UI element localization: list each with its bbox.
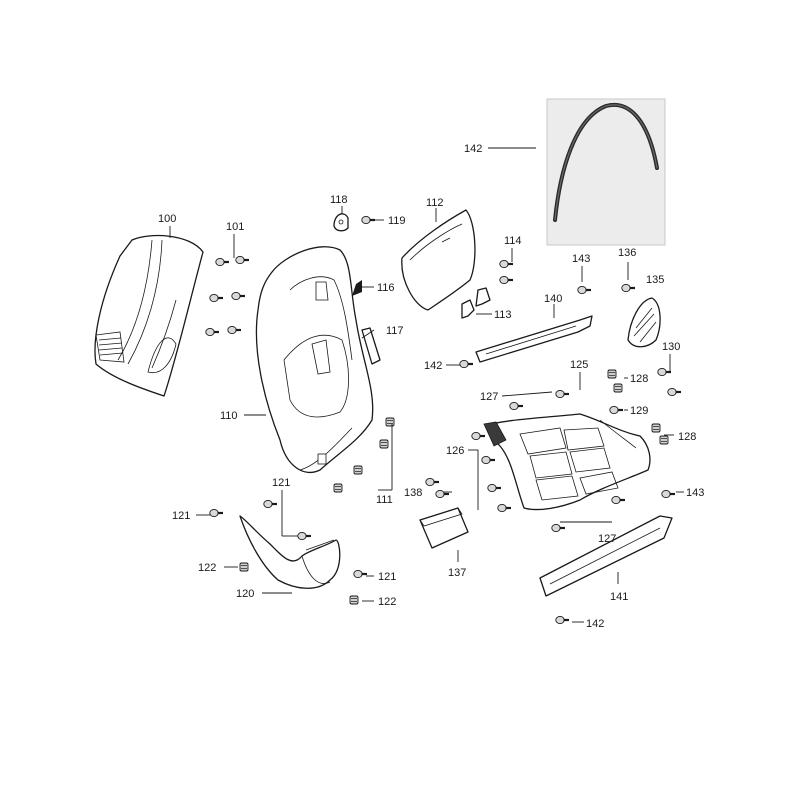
- label-143-bottom: 143: [686, 487, 704, 499]
- part-125-floorboard: [483, 413, 651, 511]
- label-114: 114: [504, 235, 522, 247]
- label-143-top: 143: [572, 253, 590, 265]
- label-111: 111: [376, 494, 393, 506]
- label-121-left: 121: [172, 510, 190, 522]
- label-122-left: 122: [198, 562, 216, 574]
- label-120: 120: [236, 588, 254, 600]
- label-122-right: 122: [378, 596, 396, 608]
- label-130: 130: [662, 341, 680, 353]
- part-116-clip: [352, 280, 362, 296]
- leader-lines: [169, 147, 684, 623]
- label-142-bottom: 142: [586, 618, 604, 630]
- part-141-lower-rail: [539, 515, 673, 597]
- part-120-lower-front-cover: [239, 515, 341, 589]
- part-140-side-rail: [475, 315, 593, 363]
- label-121-right: 121: [378, 571, 396, 583]
- part-100-front-panel: [94, 234, 204, 397]
- label-126: 126: [446, 445, 464, 457]
- part-117-pad: [361, 327, 381, 365]
- label-119: 119: [388, 215, 406, 227]
- label-129: 129: [630, 405, 648, 417]
- label-118: 118: [330, 194, 348, 206]
- label-136: 136: [618, 247, 636, 259]
- label-127-top: 127: [480, 391, 498, 403]
- label-135: 135: [646, 274, 664, 286]
- label-112: 112: [426, 197, 444, 209]
- label-137: 137: [448, 567, 466, 579]
- label-100: 100: [158, 213, 176, 225]
- label-142-mid: 142: [424, 360, 442, 372]
- label-140: 140: [544, 293, 562, 305]
- label-121-top: 121: [272, 477, 290, 489]
- label-141: 141: [610, 591, 628, 603]
- label-113: 113: [494, 309, 512, 321]
- label-142-top: 142: [464, 143, 482, 155]
- label-110: 110: [220, 410, 238, 422]
- label-117: 117: [386, 325, 404, 337]
- part-137-box: [419, 507, 469, 549]
- label-116: 116: [377, 282, 395, 294]
- part-112-glovebox-lid: [401, 209, 476, 311]
- part-113-brackets: [461, 287, 491, 319]
- part-118-hook: [333, 213, 349, 232]
- label-127-bottom: 127: [598, 533, 616, 545]
- label-101: 101: [226, 221, 244, 233]
- label-128-top: 128: [630, 373, 648, 385]
- part-110-inner-leg-shield: [255, 246, 374, 474]
- label-125: 125: [570, 359, 588, 371]
- front-panel-grille: [95, 331, 125, 363]
- photo-inset-142: [546, 98, 666, 246]
- label-128-bottom: 128: [678, 431, 696, 443]
- part-135-ornament: [627, 297, 661, 348]
- label-138: 138: [404, 487, 422, 499]
- part-number-labels: 100 101 118 119 112 114 116 117 110 111 …: [158, 143, 704, 630]
